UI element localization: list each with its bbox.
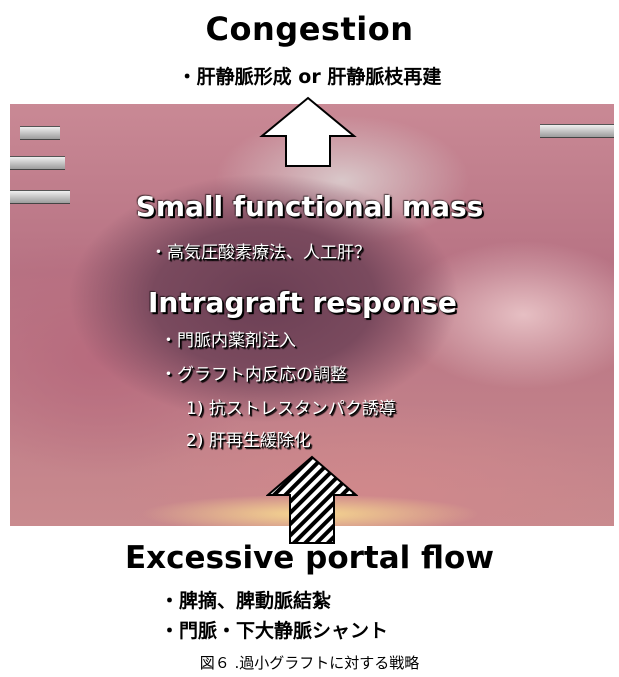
- footer-item: ・門脈・下大静脈シャント: [160, 616, 388, 643]
- up-arrow-icon: [258, 96, 358, 168]
- small-mass-title: Small functional mass: [0, 190, 619, 223]
- footer-title: Excessive portal flow: [0, 540, 619, 576]
- intragraft-subitem: 1) 抗ストレスタンパク誘導: [186, 394, 396, 419]
- intragraft-title: Intragraft response: [148, 286, 457, 319]
- figure-caption: 図６ .過小グラフトに対する戦略: [0, 652, 619, 673]
- intragraft-subitem: 2) 肝再生緩除化: [186, 426, 311, 451]
- small-mass-item: ・高気圧酸素療法、人工肝？: [150, 238, 371, 263]
- header-subtitle: ・肝静脈形成 or 肝静脈枝再建: [0, 62, 619, 89]
- header-title: Congestion: [0, 10, 619, 48]
- intragraft-item: ・グラフト内反応の調整: [160, 360, 347, 385]
- intragraft-item: ・門脈内薬剤注入: [160, 326, 296, 351]
- footer-item: ・脾摘、脾動脈結紮: [160, 586, 331, 613]
- hatched-up-arrow-icon: [266, 455, 358, 545]
